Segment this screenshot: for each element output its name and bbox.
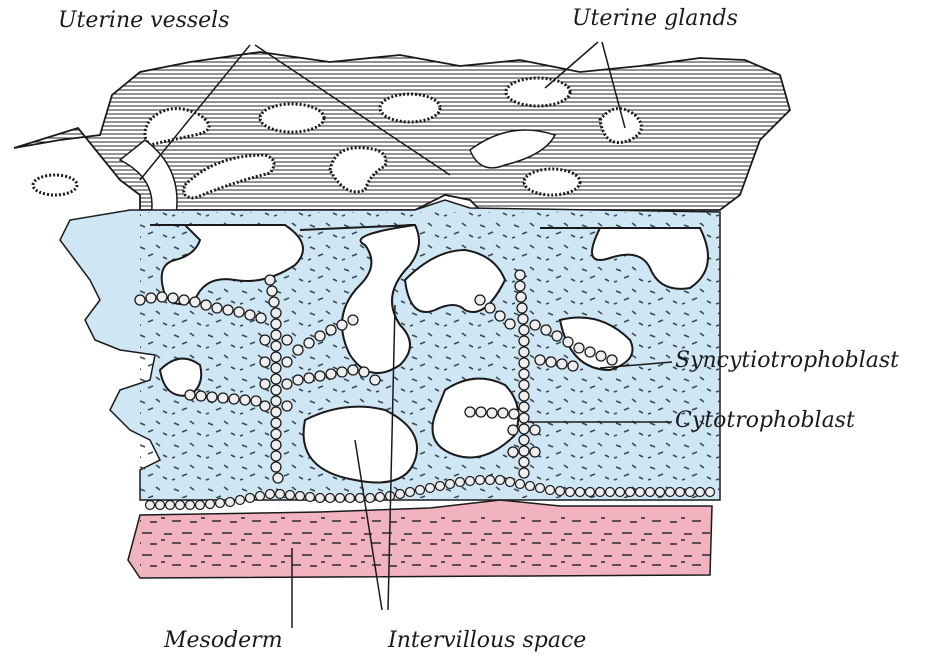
- label-cytotrophoblast: Cytotrophoblast: [675, 410, 855, 432]
- trophoblast-layer: [60, 200, 720, 510]
- label-intervillous-space: Intervillous space: [388, 630, 586, 652]
- label-mesoderm: Mesoderm: [164, 630, 283, 652]
- label-syncytiotrophoblast: Syncytiotrophoblast: [675, 350, 899, 372]
- mesoderm-layer: [128, 500, 712, 578]
- label-uterine-glands: Uterine glands: [572, 8, 738, 30]
- label-uterine-vessels: Uterine vessels: [58, 10, 230, 32]
- decidua-layer: [14, 52, 790, 220]
